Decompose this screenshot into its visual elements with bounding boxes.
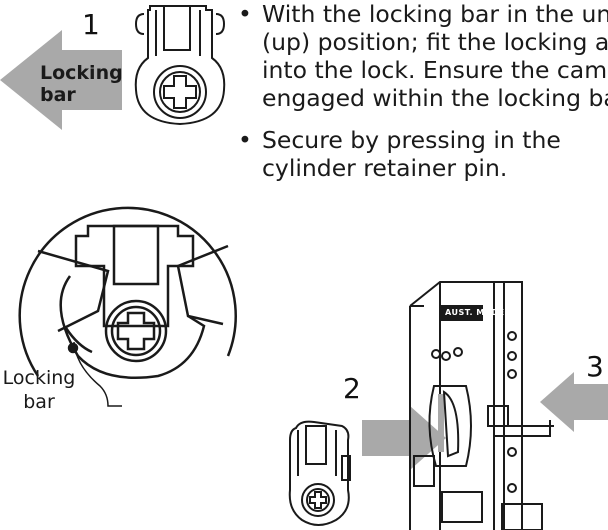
instruction-line: into the lock. Ensure the cam i	[262, 56, 608, 84]
locking-adaptor-illustration	[134, 5, 226, 126]
callout-label: Locking bar	[0, 366, 78, 414]
left-arrow-icon	[0, 30, 122, 130]
instruction-item: Secure by pressing in the cylinder retai…	[232, 126, 608, 182]
instruction-list: With the locking bar in the unl (up) pos…	[232, 0, 608, 182]
arrow-label: Locking bar	[40, 62, 123, 106]
arrow-label-line1: Locking	[40, 62, 123, 84]
instruction-line: With the locking bar in the unl	[262, 0, 608, 28]
instruction-item: With the locking bar in the unl (up) pos…	[232, 0, 608, 112]
callout-label-line1: Locking	[2, 367, 76, 389]
lock-body-illustration	[409, 281, 554, 530]
step-1-number: 1	[82, 8, 100, 41]
lock-plate-stamp: AUST. MADE	[445, 308, 505, 317]
callout-leader-line	[73, 341, 122, 407]
instruction-line: cylinder retainer pin.	[262, 154, 508, 182]
instruction-line: (up) position; fit the locking ac	[262, 28, 608, 56]
instruction-line: engaged within the locking bar	[262, 84, 608, 112]
arrow-label-line2: bar	[40, 84, 76, 106]
instruction-line: Secure by pressing in the	[262, 126, 561, 154]
step-2-number: 2	[343, 372, 361, 405]
cylinder-adaptor-illustration	[288, 420, 351, 526]
step-3-number: 3	[586, 350, 604, 383]
right-arrow-icon	[362, 406, 446, 470]
left-arrow-icon-small	[540, 372, 608, 432]
detail-zoom-illustration	[18, 206, 237, 380]
callout-label-line2: bar	[23, 391, 55, 413]
